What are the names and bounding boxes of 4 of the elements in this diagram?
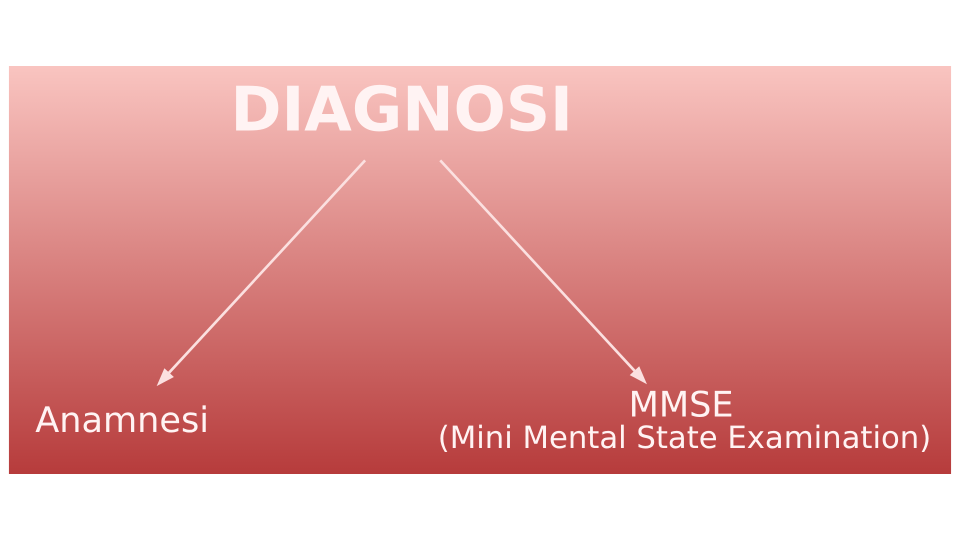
arrow <box>156 160 366 386</box>
node-text: DIAGNOSI <box>230 74 573 146</box>
arrow <box>439 160 647 384</box>
node-text: Anamnesi <box>35 400 209 441</box>
